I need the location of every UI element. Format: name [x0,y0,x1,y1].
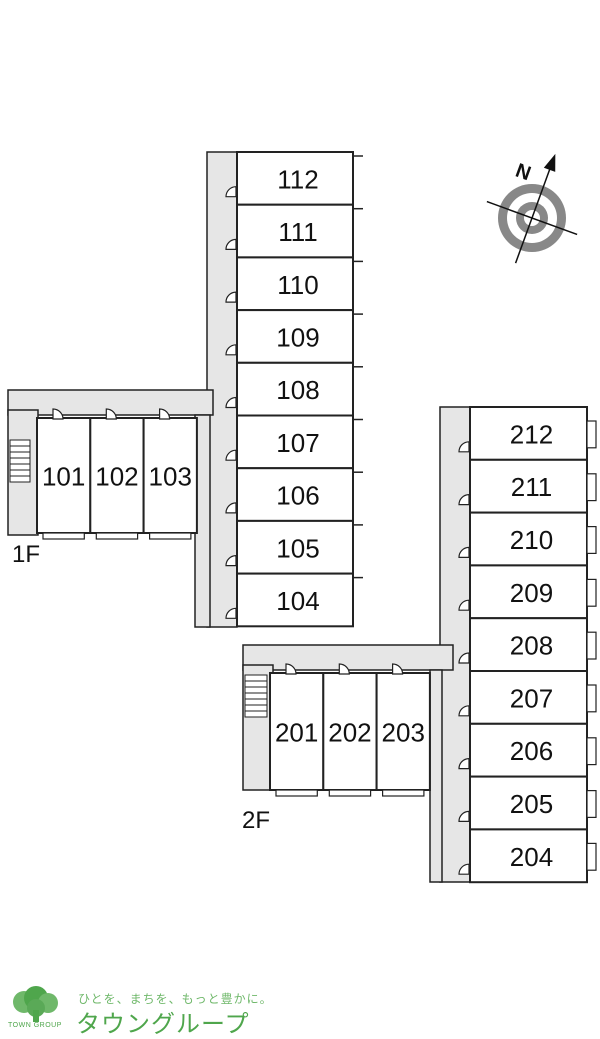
balcony [149,532,192,540]
unit-208 [469,617,588,673]
door-icon [159,408,171,420]
door-icon [225,502,237,514]
brand-name: タウングループ [76,1011,250,1038]
balcony [586,525,597,554]
door-icon [285,663,297,675]
unit-number: 109 [276,322,319,352]
balcony [586,842,597,871]
unit-number: 205 [510,789,553,819]
row-1f-units: 101 102 103 [36,408,198,540]
balcony [586,684,597,713]
unit-number: 211 [511,472,552,502]
unit-number: 112 [277,164,318,194]
corridor-2f-horizontal [242,644,454,671]
balcony [328,789,372,797]
door-icon [458,493,470,506]
balcony [586,420,597,449]
tagline: ひとを、まちを、もっと豊かに。 [78,992,273,1006]
unit-number: 108 [276,375,319,405]
unit-number: 212 [510,419,553,449]
unit-number: 107 [276,428,319,458]
unit-107 [236,414,354,470]
door-icon [458,757,470,770]
unit-number: 210 [510,525,553,555]
unit-209 [469,564,588,620]
unit-204 [469,828,588,884]
unit-109 [236,309,354,364]
unit-number: 101 [42,462,85,492]
stair-2f [244,674,268,718]
floor-label-1f: 1F [12,541,40,568]
door-icon [225,186,237,198]
unit-number: 102 [95,462,138,492]
unit-number: 103 [149,462,192,492]
logo-subtext: TOWN GROUP [8,1022,62,1029]
north-arrow-icon [543,153,556,172]
footer: TOWN GROUP ひとを、まちを、もっと豊かに。 タウングループ [0,978,600,1038]
unit-110 [236,256,354,312]
unit-206 [469,722,588,778]
balcony [382,789,425,797]
door-icon [225,344,237,356]
door-icon [52,408,64,420]
door-icon [458,810,470,823]
door-icon [225,449,237,461]
unit-106 [236,467,354,522]
compass: N [486,153,578,264]
unit-number: 201 [275,718,318,748]
wing-1f-units: 112 111 110 109 108 107 106 105 104 [225,151,363,628]
unit-number: 111 [278,217,318,247]
unit-number: 105 [276,533,319,563]
unit-number: 104 [276,586,319,616]
wing-2f-units: 212 211 210 209 208 207 206 205 204 [458,406,597,884]
door-icon [392,663,404,675]
balcony [42,532,85,540]
balcony [586,737,597,766]
door-icon [225,396,237,409]
balcony [95,532,139,540]
unit-number: 106 [276,481,319,511]
balcony [275,789,318,797]
balcony [586,631,597,660]
unit-101 [36,417,92,534]
door-icon [458,705,470,717]
corridor-2f-connector [429,669,443,883]
door-icon [338,663,350,675]
unit-number: 207 [510,683,553,713]
unit-number: 110 [277,270,318,300]
balcony [586,473,597,502]
unit-212 [469,406,588,461]
door-icon [225,291,237,303]
unit-205 [469,775,588,831]
door-icon [458,546,470,559]
floor-label-2f: 2F [242,807,270,834]
unit-number: 204 [510,842,553,872]
door-icon [225,238,237,250]
door-icon [105,408,117,420]
door-icon [225,607,237,619]
unit-number: 202 [328,718,371,748]
door-icon [458,652,470,664]
row-2f-units: 201 202 203 [269,663,431,797]
unit-111 [236,203,354,259]
unit-number: 208 [510,631,553,661]
door-icon [458,441,470,453]
door-icon [225,554,237,567]
balcony [586,789,597,818]
unit-108 [236,361,354,417]
door-icon [458,863,470,875]
balcony [586,578,597,607]
unit-number: 203 [382,718,425,748]
stair-1f [9,439,31,483]
unit-number: 209 [510,578,553,608]
unit-203 [375,672,431,791]
unit-104 [236,572,354,628]
compass-north-label: N [513,160,534,186]
tree-logo-icon [13,986,58,1022]
door-icon [458,599,470,611]
unit-number: 206 [510,736,553,766]
